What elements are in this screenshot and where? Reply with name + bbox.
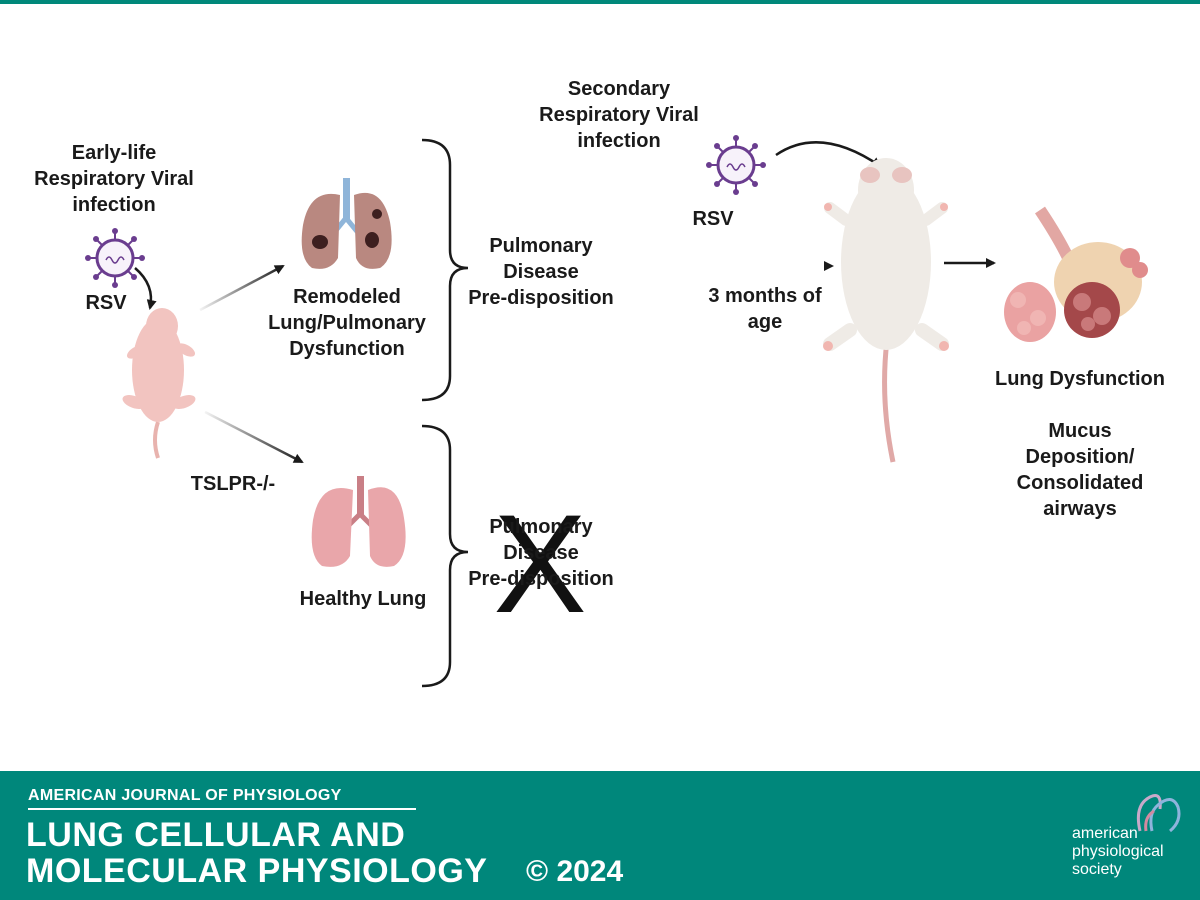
cross-mark: X bbox=[493, 485, 586, 642]
journal-kicker: AMERICAN JOURNAL OF PHYSIOLOGY bbox=[28, 787, 342, 804]
virus-right-icon bbox=[706, 135, 766, 195]
healthy-lung-label: Healthy Lung bbox=[299, 588, 427, 610]
virus-to-mouse-arrow bbox=[775, 141, 882, 168]
adult-mouse-icon bbox=[823, 158, 949, 463]
virus-to-pup-arrow bbox=[134, 267, 157, 310]
outcome-title: Lung Dysfunction bbox=[995, 368, 1165, 390]
healthy-lungs-icon bbox=[311, 476, 406, 567]
alveoli-icon bbox=[1004, 206, 1148, 342]
virus-left-icon bbox=[85, 228, 145, 288]
rsv-right-label: RSV bbox=[692, 208, 734, 230]
copyright-year: © 2024 bbox=[526, 855, 624, 888]
brace-top bbox=[421, 138, 469, 402]
journal-title-line2: MOLECULAR PHYSIOLOGY bbox=[26, 852, 488, 890]
brace-bottom bbox=[421, 424, 469, 688]
mouse-pup-icon bbox=[122, 308, 196, 459]
tslpr-label: TSLPR-/- bbox=[190, 473, 276, 495]
society-name: american physiological society bbox=[1072, 825, 1164, 878]
top-accent-line bbox=[0, 0, 1200, 4]
footer-divider bbox=[28, 808, 416, 810]
journal-title-line1: LUNG CELLULAR AND bbox=[26, 816, 406, 854]
aps-logo-icon bbox=[1136, 794, 1181, 833]
rsv-left-label: RSV bbox=[85, 292, 127, 314]
diagram-canvas: X bbox=[85, 135, 1148, 688]
pup-to-healthy-arrow bbox=[204, 410, 304, 464]
pup-to-remodeled-arrow bbox=[199, 264, 285, 312]
journal-footer: AMERICAN JOURNAL OF PHYSIOLOGY LUNG CELL… bbox=[0, 771, 1200, 900]
diseased-lungs-icon bbox=[301, 178, 392, 269]
